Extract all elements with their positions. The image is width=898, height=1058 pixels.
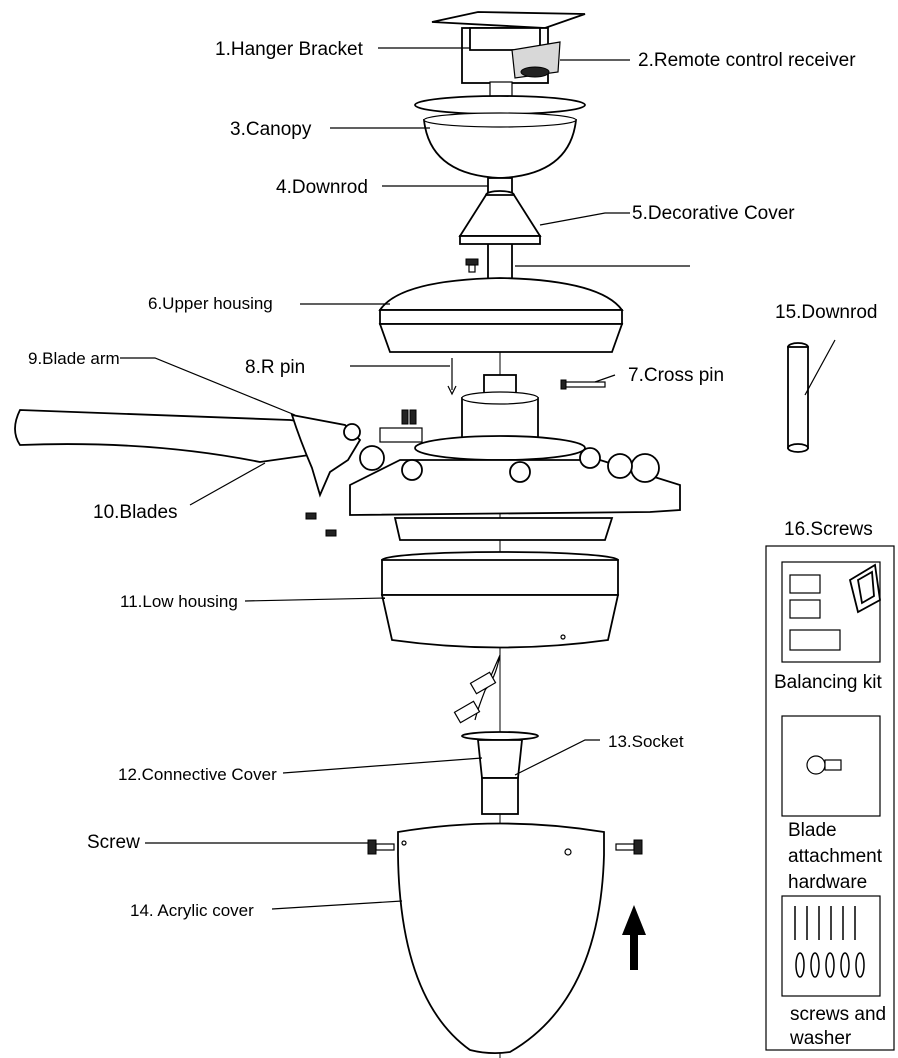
blade [14,409,352,463]
motor-assembly [349,374,681,541]
downrod-spare [787,342,809,453]
label-canopy: 3.Canopy [230,119,312,140]
hanger-bracket [431,11,586,97]
balancing-clip-icon [848,563,881,614]
screws-washer-icon [794,906,865,978]
caption-balancing-kit: Balancing kit [774,672,882,693]
decorative-cover [458,190,542,245]
low-housing [380,551,620,649]
caption-screws-washer-line2: washer [789,1028,852,1049]
label-blade-arm: 9.Blade arm [28,349,120,368]
screws-washer-box [781,895,881,997]
downrod-screw [465,258,479,273]
caption-blade-hardware-line2: attachment [788,846,883,867]
caption-blade-hardware-line3: hardware [788,872,867,893]
up-arrow-icon [622,905,646,970]
cover-screws [367,839,643,855]
label-connective-cover: 12.Connective Cover [118,765,277,784]
screws-panel [765,545,895,1051]
label-low-housing: 11.Low housing [120,592,238,611]
blade-arm [290,409,423,537]
caption-screws-washer-line1: screws and [790,1004,886,1025]
label-screws: 16.Screws [784,519,873,540]
socket [481,777,519,815]
wires [453,654,501,724]
caption-blade-hardware-line1: Blade [788,820,837,841]
label-acrylic-cover: 14. Acrylic cover [130,901,254,920]
screw-icon [806,755,842,775]
remote-control-receiver [511,41,561,79]
connective-cover [461,731,539,779]
label-screw: Screw [87,832,140,853]
label-downrod-spare: 15.Downrod [775,302,877,323]
label-socket: 13.Socket [608,732,684,751]
acrylic-cover [397,822,605,1055]
label-remote-receiver: 2.Remote control receiver [638,50,856,71]
cross-pin [560,379,606,390]
label-hanger-bracket: 1.Hanger Bracket [215,39,364,60]
label-blades: 10.Blades [93,502,178,523]
label-upper-housing: 6.Upper housing [148,294,273,313]
label-r-pin: 8.R pin [245,357,305,378]
r-pin [447,358,457,396]
upper-housing [378,277,624,353]
label-cross-pin: 7.Cross pin [628,365,724,386]
blade-hardware-box [781,715,881,817]
leader-lines [120,47,836,910]
canopy [414,95,586,179]
balancing-kit-box [781,561,881,663]
label-decorative-cover: 5.Decorative Cover [632,203,795,224]
label-downrod: 4.Downrod [276,177,368,198]
